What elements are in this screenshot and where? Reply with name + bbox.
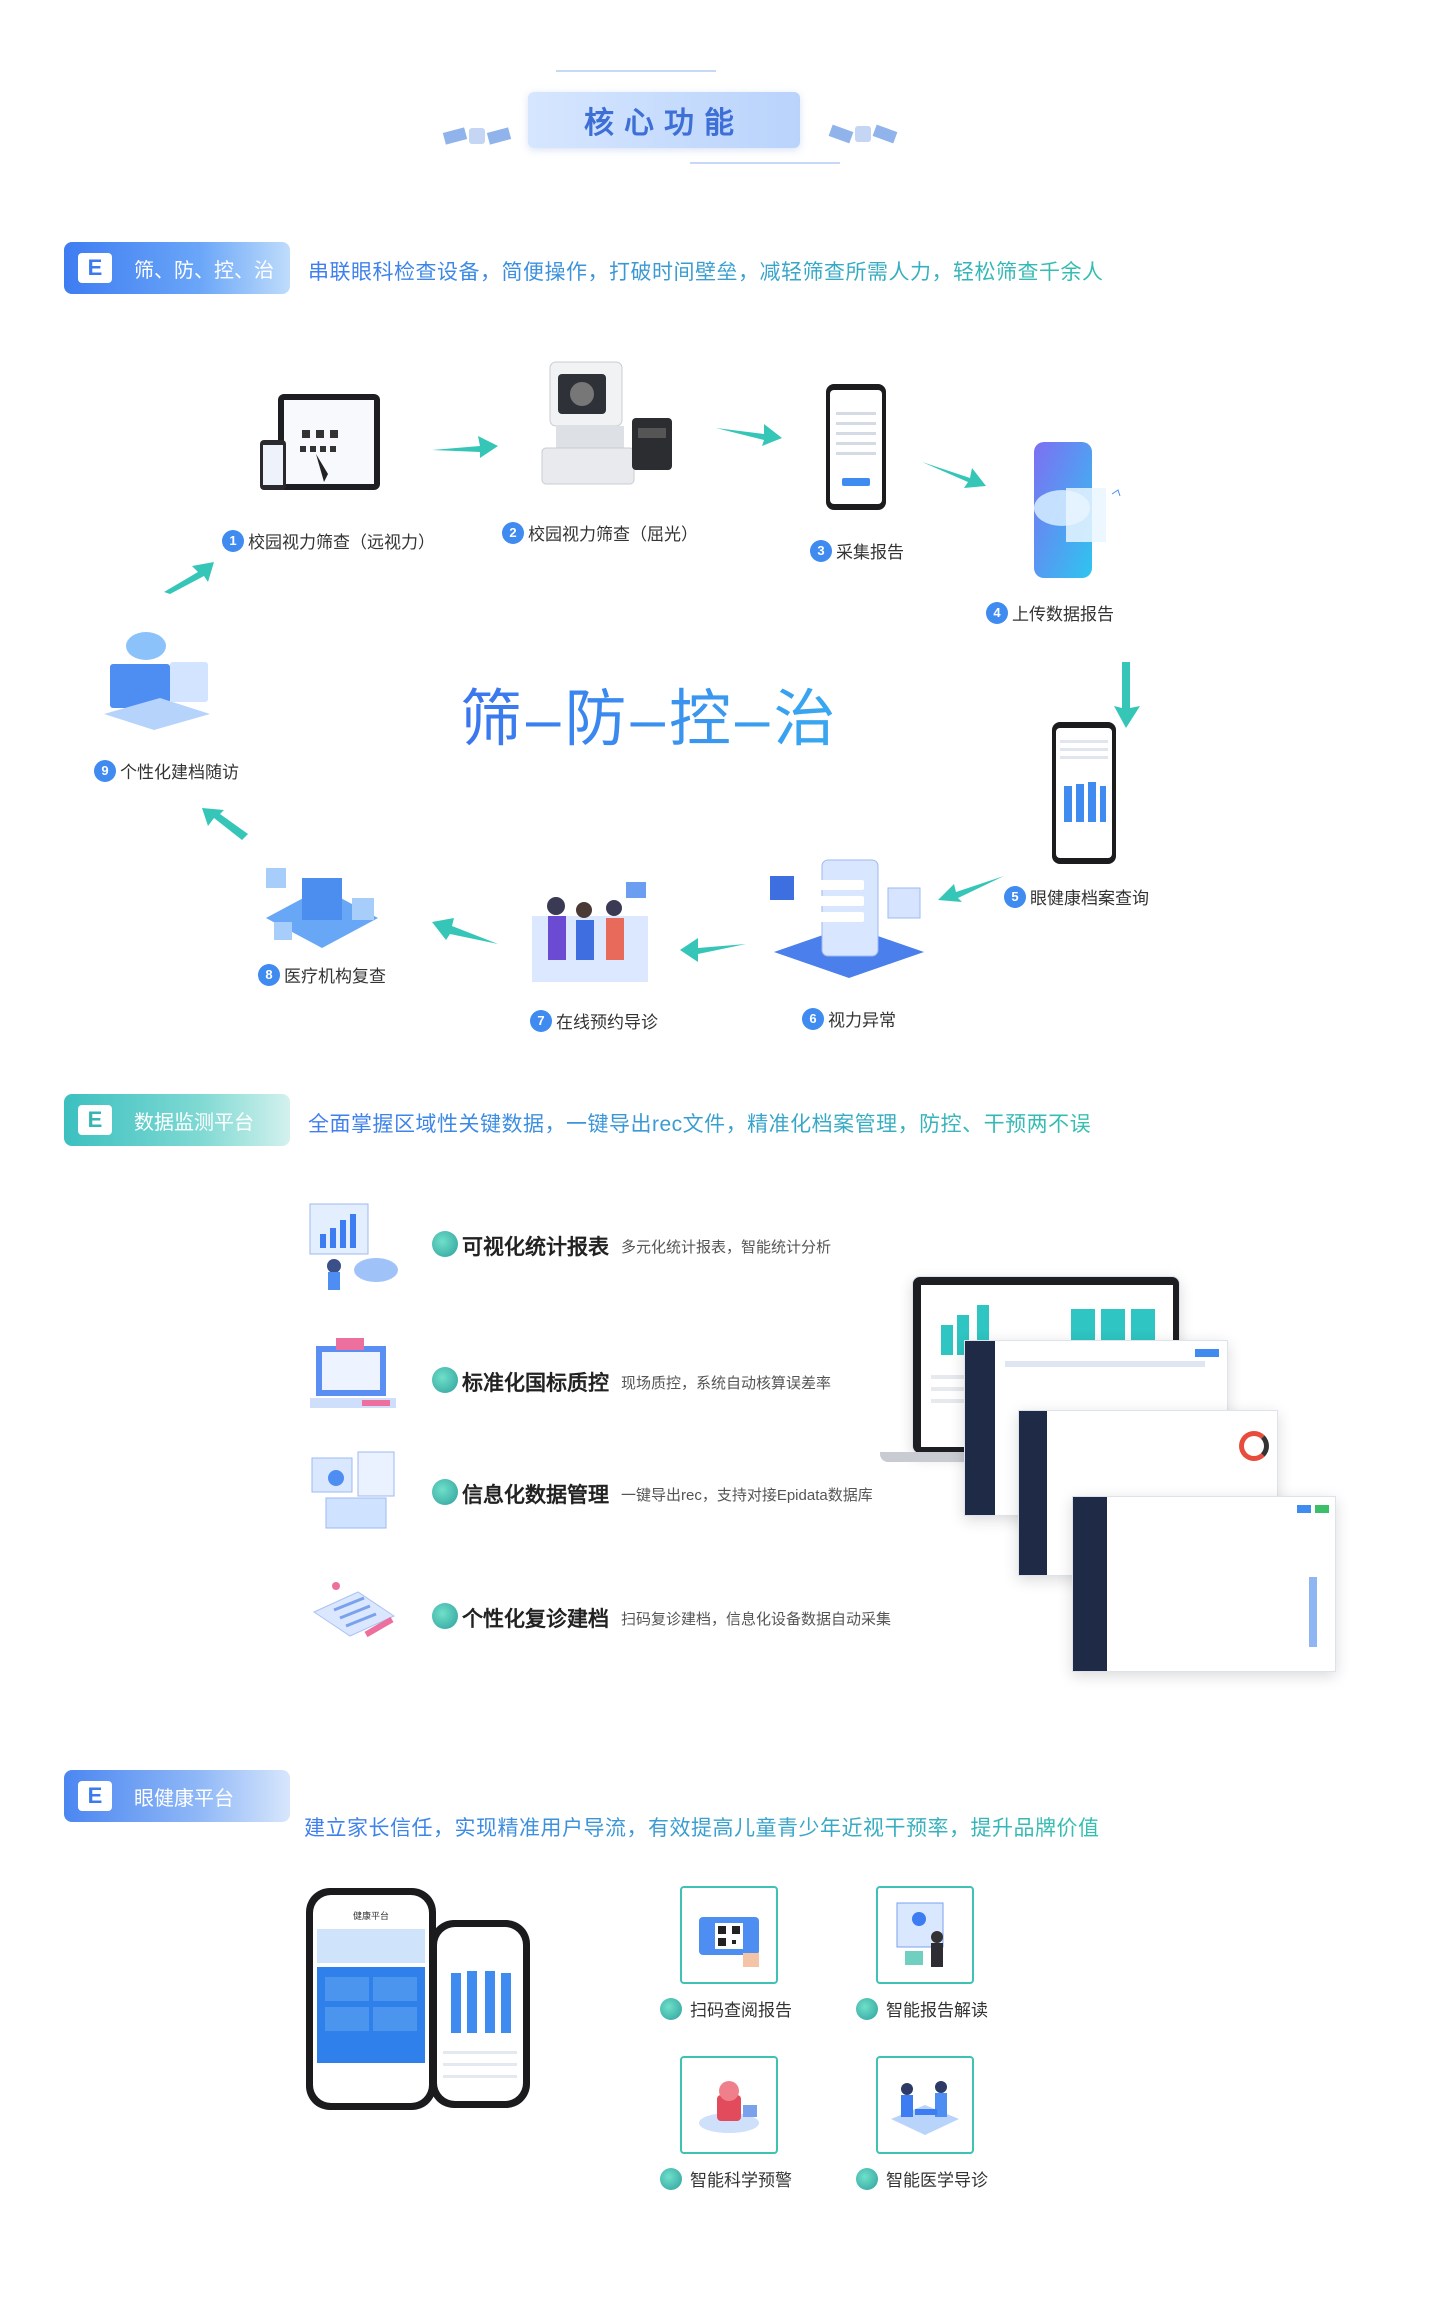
section-description: 全面掌握区域性关键数据，一键导出rec文件，精准化档案管理，防控、干预两不误 bbox=[308, 1108, 1091, 1138]
arrow-left-icon bbox=[432, 918, 498, 944]
upload-data-phone-icon bbox=[1034, 442, 1121, 578]
section-tag-label: 眼健康平台 bbox=[134, 1787, 234, 1810]
online-appointment-icon bbox=[532, 882, 648, 982]
section-tag-label: 数据监测平台 bbox=[134, 1111, 254, 1134]
step-label-7: 7 在线预约导诊 bbox=[530, 1008, 658, 1033]
title-decoration-line bbox=[556, 70, 716, 72]
title-decoration-line bbox=[690, 162, 840, 164]
step-label-9: 9 个性化建档随访 bbox=[94, 758, 239, 783]
arrow-up-left-icon bbox=[202, 808, 248, 840]
step-label-1: 1 校园视力筛查（远视力） bbox=[222, 528, 435, 553]
feature-card-guide bbox=[876, 2056, 974, 2154]
system-screenshot bbox=[1072, 1496, 1336, 1672]
arrow-left-icon bbox=[938, 876, 1004, 902]
qr-scan-icon bbox=[699, 1917, 759, 1967]
section-description: 串联眼科检查设备，简便操作，打破时间壁垒，减轻筛查所需人力，轻松筛查千余人 bbox=[308, 256, 1104, 286]
step-label-2: 2 校园视力筛查（屈光） bbox=[502, 520, 698, 545]
eye-health-phone-front: 健康平台 bbox=[306, 1888, 436, 2110]
e-logo-icon: E bbox=[78, 1781, 112, 1811]
feature-bullet-icon bbox=[432, 1479, 458, 1505]
section-tag-label: 筛、防、控、治 bbox=[134, 259, 274, 282]
section-tag-eye-health: E 眼健康平台 bbox=[64, 1770, 290, 1822]
tablet-vision-chart-icon bbox=[260, 394, 380, 490]
arrow-up-right-icon bbox=[164, 562, 214, 594]
feature-card-report bbox=[876, 1886, 974, 1984]
arrow-left-icon bbox=[680, 938, 746, 962]
section-tag-data-platform: E 数据监测平台 bbox=[64, 1094, 290, 1146]
eye-health-phone-back bbox=[430, 1920, 530, 2108]
personal-record-followup-icon bbox=[104, 632, 210, 730]
feature-bullet-icon bbox=[432, 1367, 458, 1393]
section-title-banner: 核心功能 bbox=[528, 92, 800, 148]
feature-label-warning: 智能科学预警 bbox=[660, 2166, 792, 2191]
followup-record-icon bbox=[312, 1582, 396, 1638]
page-title: 核心功能 bbox=[584, 107, 744, 140]
feature-card-qr bbox=[680, 1886, 778, 1984]
report-phone-icon bbox=[826, 384, 886, 510]
eye-health-record-phone-icon bbox=[1052, 722, 1116, 864]
step-label-5: 5 眼健康档案查询 bbox=[1004, 884, 1149, 909]
arrow-down-icon bbox=[1114, 662, 1140, 728]
satellite-icon bbox=[828, 124, 898, 144]
feature-row: 标准化国标质控 现场质控，系统自动核算误差率 bbox=[306, 1336, 831, 1428]
feature-bullet-icon bbox=[432, 1231, 458, 1257]
feature-bullet-icon bbox=[856, 1997, 878, 2020]
feature-row: 信息化数据管理 一键导出rec，支持对接Epidata数据库 bbox=[306, 1448, 873, 1540]
statistics-report-icon bbox=[309, 1203, 398, 1290]
arrow-right-icon bbox=[716, 424, 782, 446]
arrow-down-right-icon bbox=[922, 462, 986, 488]
section-tag-screening: E 筛、防、控、治 bbox=[64, 242, 290, 294]
feature-bullet-icon bbox=[432, 1603, 458, 1629]
vision-abnormal-icon bbox=[770, 859, 924, 978]
feature-label-qr: 扫码查阅报告 bbox=[660, 1996, 792, 2021]
step-label-4: 4 上传数据报告 bbox=[986, 600, 1114, 625]
arrow-right-icon bbox=[432, 436, 498, 458]
medical-institution-icon bbox=[266, 868, 378, 948]
autorefractor-device-icon bbox=[541, 361, 672, 485]
feature-bullet-icon bbox=[856, 2167, 878, 2190]
feature-label-guide: 智能医学导诊 bbox=[856, 2166, 988, 2191]
data-management-icon bbox=[311, 1451, 395, 1529]
warning-alert-icon bbox=[699, 2081, 759, 2133]
quality-control-icon bbox=[310, 1338, 396, 1408]
feature-bullet-icon bbox=[660, 2167, 682, 2190]
step-label-3: 3 采集报告 bbox=[810, 538, 904, 563]
feature-card-warning bbox=[680, 2056, 778, 2154]
feature-row: 可视化统计报表 多元化统计报表，智能统计分析 bbox=[306, 1200, 831, 1292]
medical-guide-icon bbox=[891, 2081, 959, 2135]
feature-label-report: 智能报告解读 bbox=[856, 1996, 988, 2021]
step-label-6: 6 视力异常 bbox=[802, 1006, 896, 1031]
feature-row: 个性化复诊建档 扫码复诊建档，信息化设备数据自动采集 bbox=[306, 1572, 891, 1664]
e-logo-icon: E bbox=[78, 253, 112, 283]
e-logo-icon: E bbox=[78, 1105, 112, 1135]
satellite-icon bbox=[442, 127, 512, 145]
feature-bullet-icon bbox=[660, 1997, 682, 2020]
cycle-center-title: 筛–防–控–治 bbox=[460, 668, 839, 758]
report-reading-icon bbox=[896, 1902, 944, 1967]
step-label-8: 8 医疗机构复查 bbox=[258, 962, 386, 987]
phone-header: 健康平台 bbox=[352, 1911, 389, 1921]
section-description: 建立家长信任，实现精准用户导流，有效提高儿童青少年近视干预率，提升品牌价值 bbox=[304, 1812, 1100, 1842]
